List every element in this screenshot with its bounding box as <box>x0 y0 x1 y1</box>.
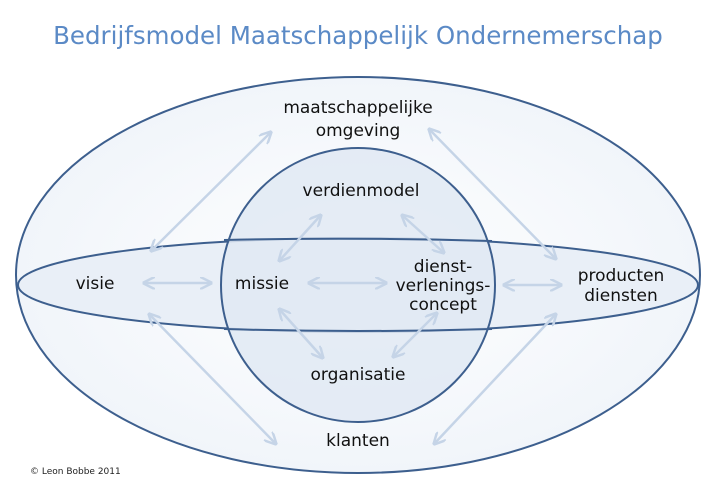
label-organisatie: organisatie <box>311 365 406 385</box>
arrows <box>145 130 560 443</box>
label-klanten: klanten <box>326 431 390 451</box>
arrow-verdienmodel-dienst <box>403 216 443 252</box>
diagram-title: Bedrijfsmodel Maatschappelijk Ondernemer… <box>53 21 663 50</box>
label-verdienmodel: verdienmodel <box>303 181 420 201</box>
arrow-visie-klanten <box>150 315 275 443</box>
label-dienst: dienst- <box>414 257 472 277</box>
arrow-producten-klanten <box>435 315 555 443</box>
label-verlenings: verlenings- <box>396 276 491 296</box>
label-omgeving: omgeving <box>316 121 401 141</box>
arrow-missie-organisatie <box>280 310 322 357</box>
arrow-verdienmodel-missie <box>280 216 320 260</box>
label-producten: producten <box>578 266 665 286</box>
label-maatschappelijke: maatschappelijke <box>283 98 432 118</box>
label-visie: visie <box>76 274 115 294</box>
label-concept: concept <box>409 295 477 315</box>
arrow-omgeving-producten <box>430 130 555 258</box>
label-diensten: diensten <box>584 286 658 306</box>
label-missie: missie <box>235 274 289 294</box>
copyright-notice: © Leon Bobbe 2011 <box>30 467 121 477</box>
arrow-omgeving-visie <box>152 133 270 250</box>
arrow-dienst-organisatie <box>394 314 436 356</box>
